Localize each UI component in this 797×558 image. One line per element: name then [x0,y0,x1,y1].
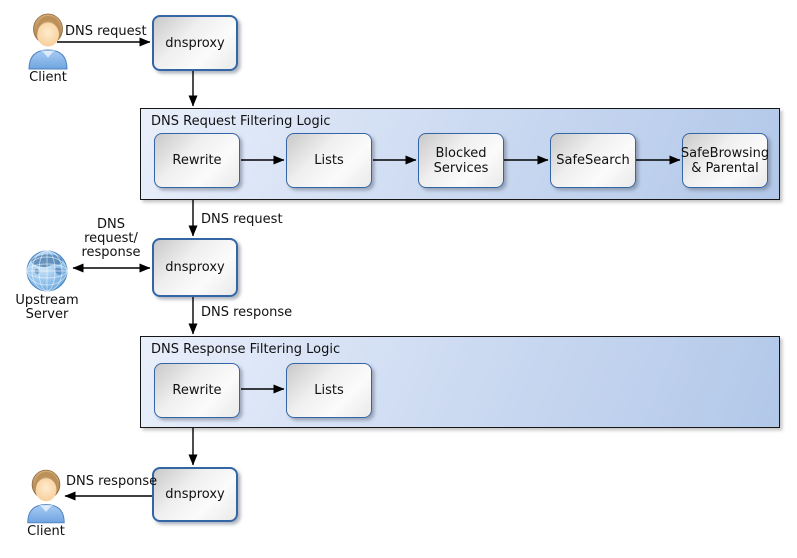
response-filtering-group: DNS Response Filtering Logic Rewrite Lis… [140,336,780,428]
step-blocked-services: Blocked Services [418,133,504,188]
globe-icon [26,250,68,292]
dnsproxy-top-node: dnsproxy [152,15,238,71]
upstream-server-label: Upstream Server [15,293,79,322]
client-icon [28,13,68,70]
step-lists-response: Lists [286,363,372,418]
upstream-server: Upstream Server [14,249,80,322]
request-filtering-group: DNS Request Filtering Logic Rewrite List… [140,108,780,200]
step-safesearch: SafeSearch [550,133,636,188]
step-lists-request: Lists [286,133,372,188]
client-top-label: Client [29,70,67,85]
step-safebrowsing-parental: SafeBrowsing & Parental [681,133,769,188]
client-bottom-label: Client [27,524,65,539]
client-icon [27,469,65,524]
step-rewrite-request: Rewrite [154,133,240,188]
response-filtering-title: DNS Response Filtering Logic [151,342,341,357]
edge-label-client-request: DNS request [65,24,147,39]
client-top: Client [20,12,76,85]
edge-label-client-response: DNS response [66,474,158,489]
request-filtering-title: DNS Request Filtering Logic [151,114,331,129]
edge-label-proxy-response: DNS response [201,305,293,320]
step-rewrite-response: Rewrite [154,363,240,418]
client-bottom: Client [18,468,74,539]
edge-label-filtered-request: DNS request [201,212,283,227]
dnsproxy-mid-node: dnsproxy [152,238,238,297]
edge-label-upstream-exchange: DNS request/ response [81,217,141,260]
dnsproxy-bottom-node: dnsproxy [152,467,238,522]
